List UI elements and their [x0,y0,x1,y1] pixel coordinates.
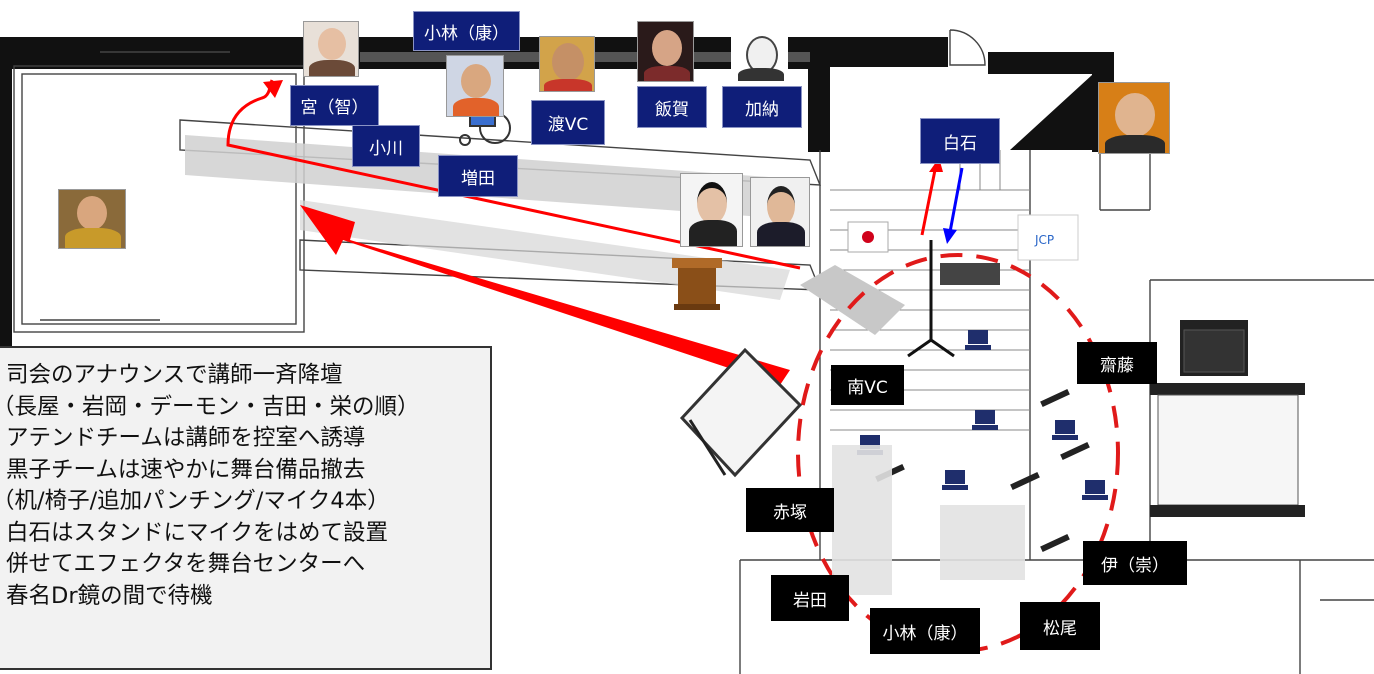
photo-left [58,189,126,249]
podium [672,258,722,310]
photo-woman-center [680,173,743,247]
svg-text:JCP: JCP [1034,233,1054,247]
label-iwata: 岩田 [771,575,849,621]
label-kobayashi-top: 小林（康） [413,11,520,51]
label-kano: 加納 [722,86,802,128]
note-line: 黒子チームは速やかに舞台備品撤去 [6,456,366,483]
note-line: （机/椅子/追加パンチング/マイク4本） [0,488,390,514]
label-iiga: 飯賀 [637,86,707,128]
note-line: 併せてエフェクタを舞台センターへ [6,551,366,577]
note-line: 白石はスタンドにマイクをはめて設置 [6,519,389,546]
mirror-panel [679,347,803,478]
label-watari: 渡VC [531,100,605,145]
label-ogawa: 小川 [352,125,420,167]
label-masuda: 増田 [438,155,518,197]
photo-woman-top [303,21,359,77]
label-kobayashi-bottom: 小林（康） [870,608,980,654]
instruction-notes: 司会のアナウンスで講師一斉降壇 （長屋・岩岡・デーモン・吉田・栄の順） アテンド… [0,346,492,670]
photo-right [1098,82,1170,154]
exit-arrow [300,205,790,385]
note-line: 春名Dr鏡の間で待機 [6,582,213,609]
label-miya: 宮（智） [290,85,379,126]
ramp [800,265,905,335]
photo-kano [731,21,788,82]
photo-man-center [750,177,810,247]
note-line: （長屋・岩岡・デーモン・吉田・栄の順） [0,393,420,420]
photo-watari [539,36,595,92]
shiraishi-blue-arrow [948,167,964,233]
flag-jcp: JCP [1017,214,1079,261]
amplifier [1180,320,1248,376]
label-saito: 齋藤 [1077,342,1157,384]
projection-screen [1150,383,1305,517]
flag-japan [847,221,889,253]
label-matsuo: 松尾 [1020,602,1100,650]
mic-stand [907,240,955,358]
chairs [857,330,1108,500]
stage-area-circle [796,253,1120,653]
label-minami: 南VC [831,365,904,405]
label-i-takashi: 伊（崇） [1083,541,1187,585]
note-line: アテンドチームは講師を控室へ誘導 [6,425,366,451]
note-line: 司会のアナウンスで講師一斉降壇 [6,362,343,388]
shiraishi-red-arrow [920,169,937,236]
effector-board [940,263,1000,285]
photo-iiga [637,21,694,82]
label-shiraishi: 白石 [920,118,1000,164]
label-akatsuka: 赤塚 [746,488,834,532]
photo-masuda [446,55,504,117]
route-arrowhead [263,80,283,98]
